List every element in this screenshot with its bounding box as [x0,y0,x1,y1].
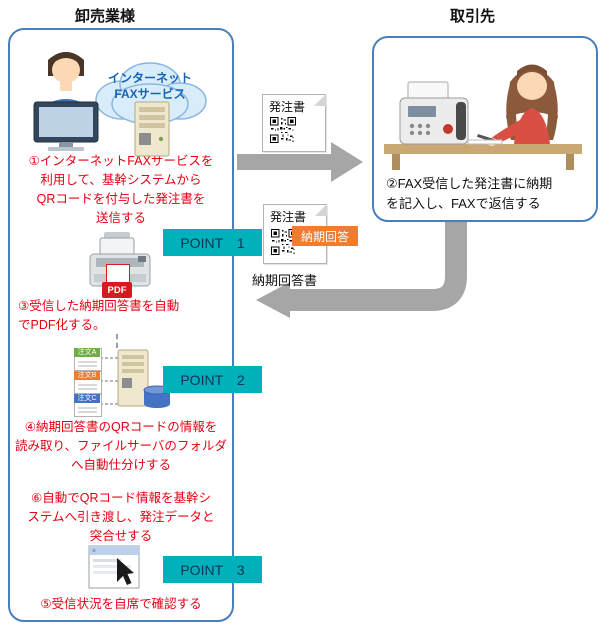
reply-doc-label: 納期回答書 [252,273,318,288]
sorted-doc-a: 注文A [74,348,102,371]
pdf-label: PDF [102,282,132,298]
step-4-text: ④納期回答書のQRコードの情報を 読み取り、ファイルサーバのフォルダ へ自動仕分… [15,420,227,472]
browser-window-icon [88,545,140,589]
dashed-connector [116,334,118,348]
partner-panel: ②FAX受信した発注書に納期 を記入し、FAXで返信する [372,36,598,222]
core-system-server-icon [134,101,170,157]
step-5-text: ⑤受信状況を自席で確認する [40,597,202,611]
point-3-badge: POINT 3 [163,556,262,583]
fax-machine-icon [399,81,469,145]
order-document-returned: 発注書 [263,204,327,264]
sorted-doc-c: 注文C [74,394,102,417]
step-2-text: ②FAX受信した発注書に納期 を記入し、FAXで返信する [386,176,553,211]
doc-tag-a: 注文A [74,348,100,357]
file-server-group: 注文A 注文B 注文C [74,348,178,417]
wholesaler-title: 卸売業様 [75,8,136,25]
reply-badge: 納期回答 [292,226,358,246]
step-3-text: ③受信した納期回答書を自動 でPDF化する。 [18,299,180,332]
step-1-text: ①インターネットFAXサービスを 利用して、基幹システムから QRコードを付与し… [28,154,214,225]
cursor-icon [117,558,134,585]
internet-fax-cloud-icon [95,62,207,125]
woman-figure [467,64,558,146]
person-at-pc-illustration [33,52,99,151]
arrow-right-icon [237,142,363,182]
page-fold [315,204,327,216]
sorted-doc-b: 注文B [74,371,102,394]
arrow-return-icon [256,222,467,318]
qr-code-icon [270,117,296,143]
doc-tag-c: 注文C [74,394,100,403]
partner-title: 取引先 [450,8,496,25]
point-1-badge: POINT 1 [163,229,262,256]
wholesaler-panel: インターネット FAXサービス ①インターネットFAXサービスを 利用して、基幹… [8,28,234,622]
step-6-text: ⑥自動でQRコード情報を基幹シ ステムへ引き渡し、発注データと 突合せする [27,491,215,543]
order-document-sent: 発注書 [262,94,326,152]
cloud-label: インターネット FAXサービス [107,71,192,102]
pdf-icon: PDF [102,264,132,298]
order-sent-label: 発注書 [269,100,306,114]
page-fold [314,94,326,106]
doc-tag-b: 注文B [74,371,100,380]
order-returned-label: 発注書 [270,210,307,224]
woman-at-fax-illustration [384,64,582,170]
point-2-badge: POINT 2 [163,366,262,393]
file-server-icon [100,349,171,408]
